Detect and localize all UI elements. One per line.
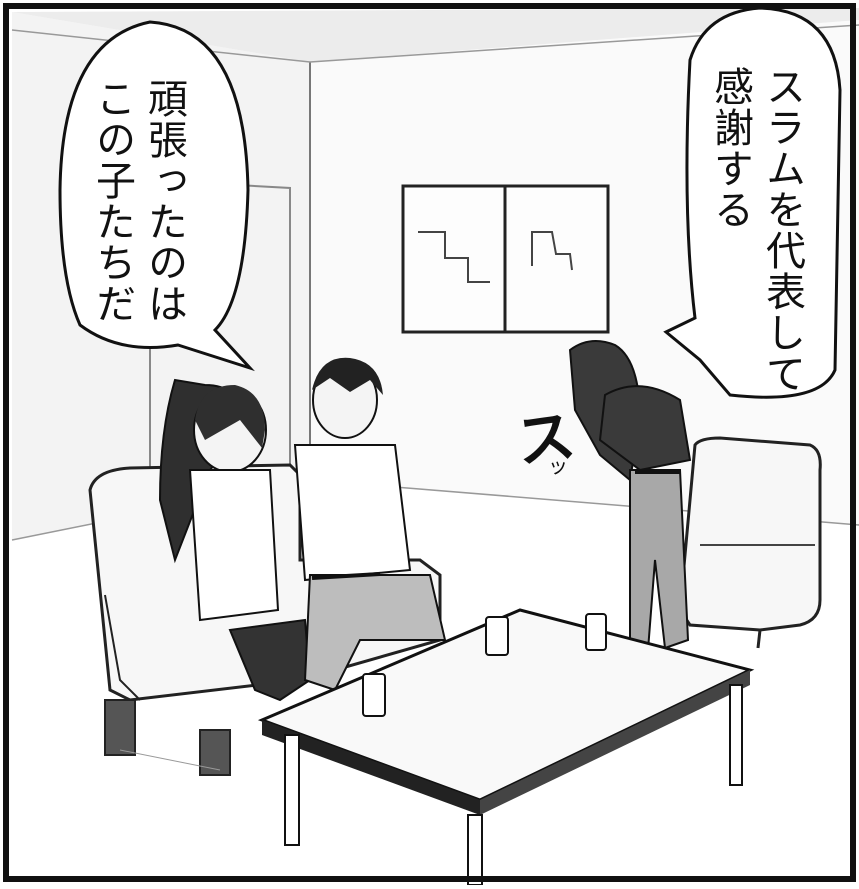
sound-effect-small: ッ: [548, 454, 568, 478]
left-bubble-line-2: この子たちだ: [89, 78, 135, 324]
right-speech-bubble: [663, 6, 842, 399]
cups: [362, 613, 607, 717]
ceiling: [12, 8, 859, 62]
right-bubble-text: スラムを代表して 感謝する: [704, 66, 808, 394]
right-bubble-line-1: スラムを代表して: [759, 66, 805, 394]
panel-border: [3, 3, 856, 882]
standing-woman: [568, 340, 692, 652]
sound-effect-main: ス: [512, 401, 580, 477]
seated-boy: [293, 357, 447, 692]
right-bubble-line-2: 感謝する: [707, 66, 753, 230]
coffee-table: [257, 608, 755, 886]
left-bubble-text: 頑張ったのは この子たちだ: [86, 78, 190, 324]
left-speech-bubble: [58, 20, 255, 372]
wall-frame: [401, 184, 610, 334]
seated-girl: [158, 378, 312, 702]
left-bubble-line-1: 頑張ったのは: [141, 78, 187, 324]
armchair: [678, 436, 822, 649]
